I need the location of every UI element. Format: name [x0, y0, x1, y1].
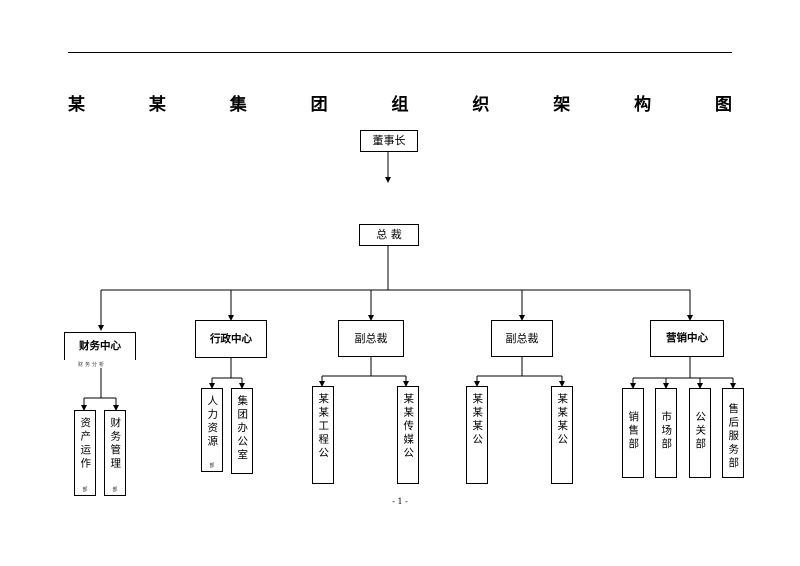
company-b-label: 某某某公	[556, 393, 569, 447]
company-a-box: 某某某公	[466, 386, 488, 484]
marketing-center-label: 营销中心	[666, 332, 708, 345]
hr-label: 人力资源	[206, 395, 219, 449]
sales-dept-box: 销售部	[622, 388, 644, 478]
media-co-box: 某某传媒公	[397, 386, 419, 484]
top-rule	[68, 52, 732, 53]
president-label: 总 裁	[376, 228, 402, 242]
engineering-co-box: 某某工程公	[312, 386, 334, 484]
pr-dept-box: 公关部	[689, 388, 711, 478]
marketing-center-box: 营销中心	[650, 320, 724, 357]
finance-center-box: 财务中心	[64, 332, 136, 360]
aftersales-dept-label: 售后服务部	[727, 403, 740, 471]
title-char: 织	[472, 95, 490, 115]
title-char: 团	[310, 95, 328, 115]
chart-title: 某 某 集 团 组 织 架 构 图	[68, 90, 732, 115]
group-office-label: 集团办公室	[236, 395, 249, 463]
finance-center-note: 财务分析	[78, 362, 107, 368]
finance-mgmt-tag: 部	[112, 487, 118, 493]
engineering-co-label: 某某工程公	[317, 393, 330, 461]
title-char: 构	[634, 95, 652, 115]
asset-ops-tag: 部	[82, 487, 88, 493]
title-char: 某	[148, 95, 166, 115]
admin-center-label: 行政中心	[210, 332, 252, 345]
hr-tag: 部	[209, 463, 215, 469]
market-dept-label: 市场部	[660, 411, 673, 452]
title-char: 图	[715, 95, 732, 115]
president-box: 总 裁	[359, 224, 419, 246]
page-number: - 1 -	[392, 497, 408, 506]
finance-mgmt-box: 财务管理 部	[104, 410, 126, 496]
sales-dept-label: 销售部	[627, 411, 640, 452]
media-co-label: 某某传媒公	[402, 393, 415, 461]
title-char: 集	[229, 95, 247, 115]
vp-right-box: 副总裁	[491, 320, 553, 357]
chairman-box: 董事长	[360, 130, 418, 152]
group-office-box: 集团办公室	[231, 388, 253, 474]
title-char: 组	[391, 95, 409, 115]
company-b-box: 某某某公	[551, 386, 573, 484]
market-dept-box: 市场部	[655, 388, 677, 478]
aftersales-dept-box: 售后服务部	[722, 388, 744, 478]
pr-dept-label: 公关部	[694, 411, 707, 452]
company-a-label: 某某某公	[471, 393, 484, 447]
chairman-label: 董事长	[372, 134, 406, 148]
vp-left-label: 副总裁	[354, 331, 388, 345]
finance-mgmt-label: 财务管理	[109, 417, 122, 471]
title-char: 架	[553, 95, 571, 115]
vp-left-box: 副总裁	[338, 320, 404, 357]
vp-right-label: 副总裁	[505, 331, 539, 345]
asset-ops-label: 资产运作	[79, 417, 92, 471]
asset-ops-box: 资产运作 部	[74, 410, 96, 496]
title-char: 某	[68, 95, 85, 115]
finance-center-label: 财务中心	[79, 340, 121, 353]
hr-box: 人力资源 部	[201, 388, 223, 472]
admin-center-box: 行政中心	[195, 320, 267, 358]
